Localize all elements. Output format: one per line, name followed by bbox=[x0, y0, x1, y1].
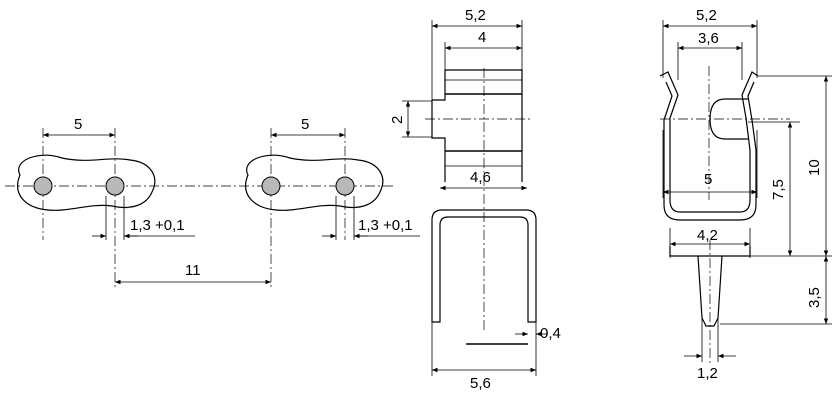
pcb-outline-right bbox=[245, 154, 384, 211]
dim-hole-right: 1,3 +0,1 bbox=[358, 217, 413, 234]
dim-width-lower: 4,2 bbox=[697, 227, 718, 244]
front-view: 5,2 4 2 4,6 0,4 5,6 bbox=[389, 7, 561, 392]
pcb-hole bbox=[105, 176, 125, 196]
pcb-hole bbox=[261, 176, 281, 196]
dim-pin-width: 1,2 bbox=[697, 365, 718, 382]
dim-thickness: 0,4 bbox=[540, 325, 561, 342]
pcb-outline-left bbox=[17, 154, 156, 211]
clip-base bbox=[669, 246, 751, 257]
dim-pin-length: 3,5 bbox=[806, 287, 823, 308]
side-view: 5,2 3,6 5 4,2 10 7,5 bbox=[659, 7, 832, 382]
dim-width-top: 5,2 bbox=[696, 7, 717, 24]
dim-height-total: 10 bbox=[806, 159, 823, 176]
dim-width-inner: 4 bbox=[478, 29, 486, 46]
pcb-layout-view: 5 5 1,3 +0,1 1,3 +0,1 11 bbox=[5, 116, 420, 290]
clip-upper-body bbox=[431, 69, 523, 182]
dim-pitch-right: 5 bbox=[301, 116, 309, 133]
dim-width-bottom: 5,6 bbox=[470, 375, 491, 392]
dim-width-mid: 4,6 bbox=[470, 169, 491, 186]
dim-spacing: 11 bbox=[185, 262, 201, 279]
pcb-hole bbox=[33, 176, 53, 196]
clip-lower-body bbox=[431, 209, 537, 323]
dim-width-mid: 5 bbox=[704, 171, 712, 188]
dim-hole-left: 1,3 +0,1 bbox=[130, 217, 185, 234]
dim-width-top: 5,2 bbox=[465, 7, 486, 24]
dim-height-body: 7,5 bbox=[770, 179, 787, 200]
dim-pitch-left: 5 bbox=[74, 116, 82, 133]
dim-width-inner: 3,6 bbox=[698, 30, 719, 47]
pcb-hole bbox=[335, 176, 355, 196]
clip-side-inner bbox=[663, 81, 757, 221]
dim-height-small: 2 bbox=[389, 116, 406, 124]
clip-side-outer bbox=[659, 71, 759, 213]
